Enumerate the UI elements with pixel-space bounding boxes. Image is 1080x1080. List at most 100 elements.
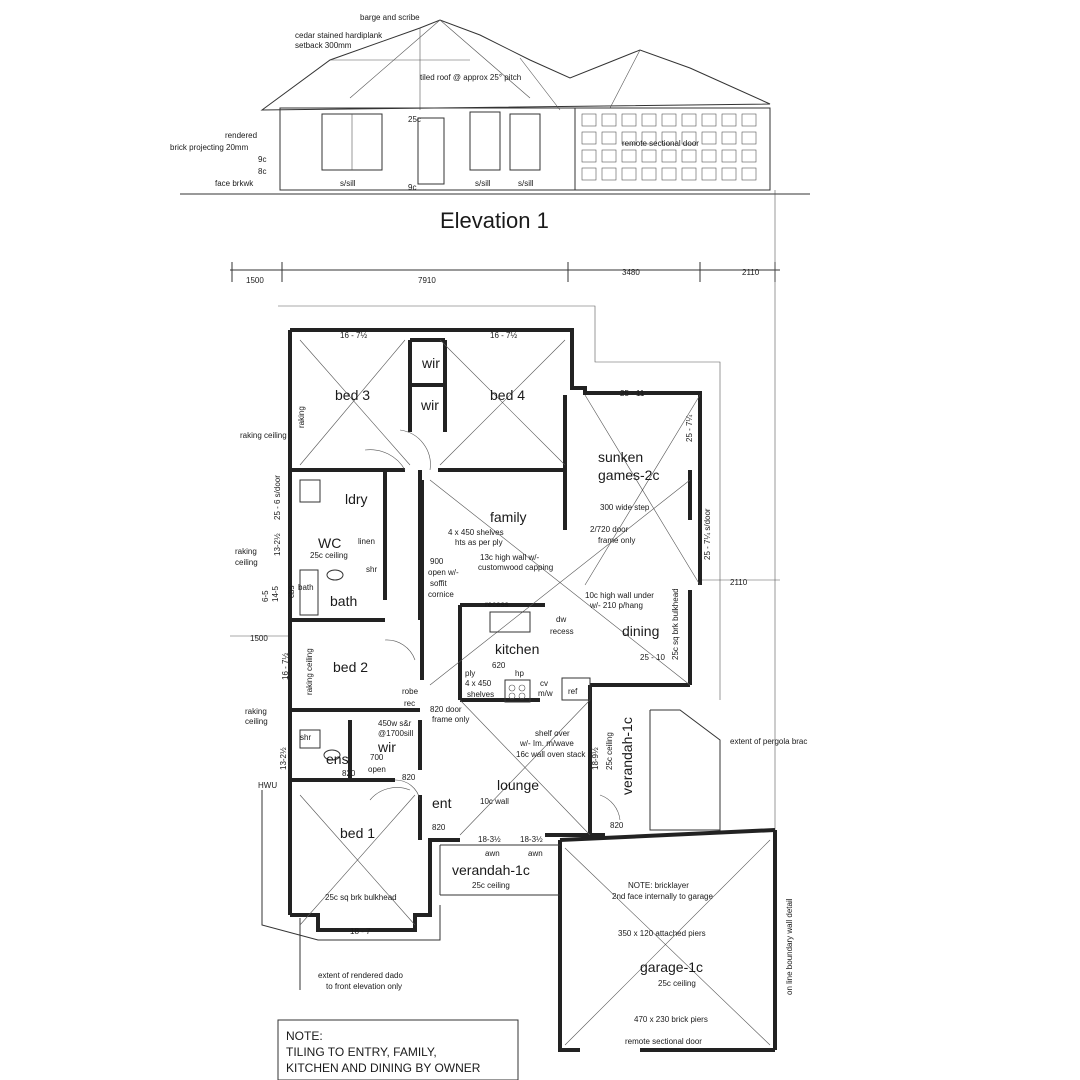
barge-label: barge and scribe [360,13,420,22]
d4-label: 2110 [742,268,760,277]
garage-label: garage-1c [640,959,703,975]
hwu-label: HWU [258,781,277,790]
line1-label: NOTE: [286,1029,323,1043]
hp-label: hp [515,669,524,678]
garage-door-panel [701,149,717,163]
garage-door-panel [641,131,657,145]
cv-label: cv [540,679,548,688]
bath-label: bath [330,593,357,609]
rendered-label: rendered [225,131,257,140]
d6-label: 1500 [250,634,268,643]
note-box [277,1019,519,1080]
bath-small-label: bath [298,583,314,592]
garage-door-panel [701,167,717,181]
shelf2-label: w/- Im. m/wave [519,739,574,748]
garage-door2-label: remote sectional door [625,1037,702,1046]
lounge-label: lounge [497,777,539,793]
dw-label: dw [556,615,566,624]
awn2-label: awn [528,849,543,858]
door820b-label: frame only [432,715,469,724]
garage-door-panel [641,113,657,127]
dado1-label: extent of rendered dado [318,971,404,980]
family-label: family [490,509,527,525]
course-25c-label: 25c [408,115,421,124]
sill3-label: s/sill [518,179,534,188]
sdoor-label: 25 - 6 s/door [273,475,282,520]
garage-door-panel [741,131,757,145]
garage-door-panel [601,113,617,127]
ceiling-diagonals [299,339,771,1046]
ceiling25-label: 25c ceiling [605,732,614,770]
e820b-label: 820 [402,773,416,782]
open4-label: cornice [428,590,454,599]
wc-label: WC [318,535,341,551]
robe-label: robe [402,687,419,696]
garage-door-panel [581,113,597,127]
garage-door-panel [641,167,657,181]
garage-door-panel [601,149,617,163]
garage-door-panel [721,167,737,181]
open3-label: soffit [430,579,448,588]
dim-16-7a-label: 16 - 7½ [340,331,367,340]
face-brick-label: face brkwk [215,179,254,188]
shelves2-label: 4 x 450 [465,679,492,688]
garage-door-panel [661,113,677,127]
ply-label: ply [465,669,475,678]
bed2-label: bed 2 [333,659,368,675]
d450b-label: @1700sill [378,729,413,738]
garage-note1-label: NOTE: bricklayer [628,881,689,890]
piers1-label: 350 x 120 attached piers [618,929,706,938]
raking1-label: raking ceiling [240,431,287,440]
d700-label: 700 [370,753,384,762]
raking4-label: raking [245,707,267,716]
garage-door-panels [581,113,757,181]
wir3-label: wir [377,739,396,755]
recess2-label: recess [550,627,574,636]
wir1-label: wir [421,355,440,371]
garage-door-panel [721,149,737,163]
verandah-ceiling-label: 25c ceiling [472,881,510,890]
garage-door-panel [581,149,597,163]
ldry-label: ldry [345,491,368,507]
frame-only-label: frame only [598,536,635,545]
garage-ceiling-label: 25c ceiling [658,979,696,988]
d3-label: 3480 [622,268,640,277]
garage-door-panel [721,131,737,145]
setback-label: setback 300mm [295,41,352,50]
pergola-label: extent of pergola brac [730,737,807,746]
step-label: 300 wide step [600,503,650,512]
shelves1-label: 4 x 450 shelves [448,528,504,537]
garage-door-panel [741,113,757,127]
games-label: games-2c [598,467,659,483]
open2-label: open w/- [428,568,459,577]
kitchen-label: kitchen [495,641,539,657]
garage-note2-label: 2nd face internally to garage [612,892,714,901]
garage-door-panel [601,167,617,181]
door820-label: 820 door [430,705,462,714]
dim-16-7c-label: 16 - 7½ [281,653,290,680]
raking4b-label: ceiling [245,717,268,726]
projecting-label: brick projecting 20mm [170,143,249,152]
garage-door-panel [741,149,757,163]
garage-door-panel [581,131,597,145]
e820a-label: 820 [342,769,356,778]
awn1-label: awn [485,849,500,858]
cbs-label: cbs [287,586,296,598]
raking-ceiling1-label: raking [297,406,306,428]
ref-label: ref [568,687,578,696]
brk-bulkhead-label: 25c sq brk bulkhead [671,588,680,660]
d620-label: 620 [492,661,506,670]
garage-door-panel [641,149,657,163]
high-wall1-label: 13c high wall w/- [480,553,539,562]
line2-label: TILING TO ENTRY, FAMILY, [286,1045,437,1059]
dim-18-3a-label: 18-3½ [478,835,501,844]
cedar-label: cedar stained hardiplank [295,31,383,40]
dim-6-5-label: 6-5 [261,590,270,602]
shelf1-label: shelf over [535,729,570,738]
dim-13-2-label: 13-2½ [279,747,288,770]
linen-label: linen [358,537,375,546]
garage-door-panel [621,149,637,163]
recess-label: recess [485,600,509,609]
garage-door-panel [741,167,757,181]
